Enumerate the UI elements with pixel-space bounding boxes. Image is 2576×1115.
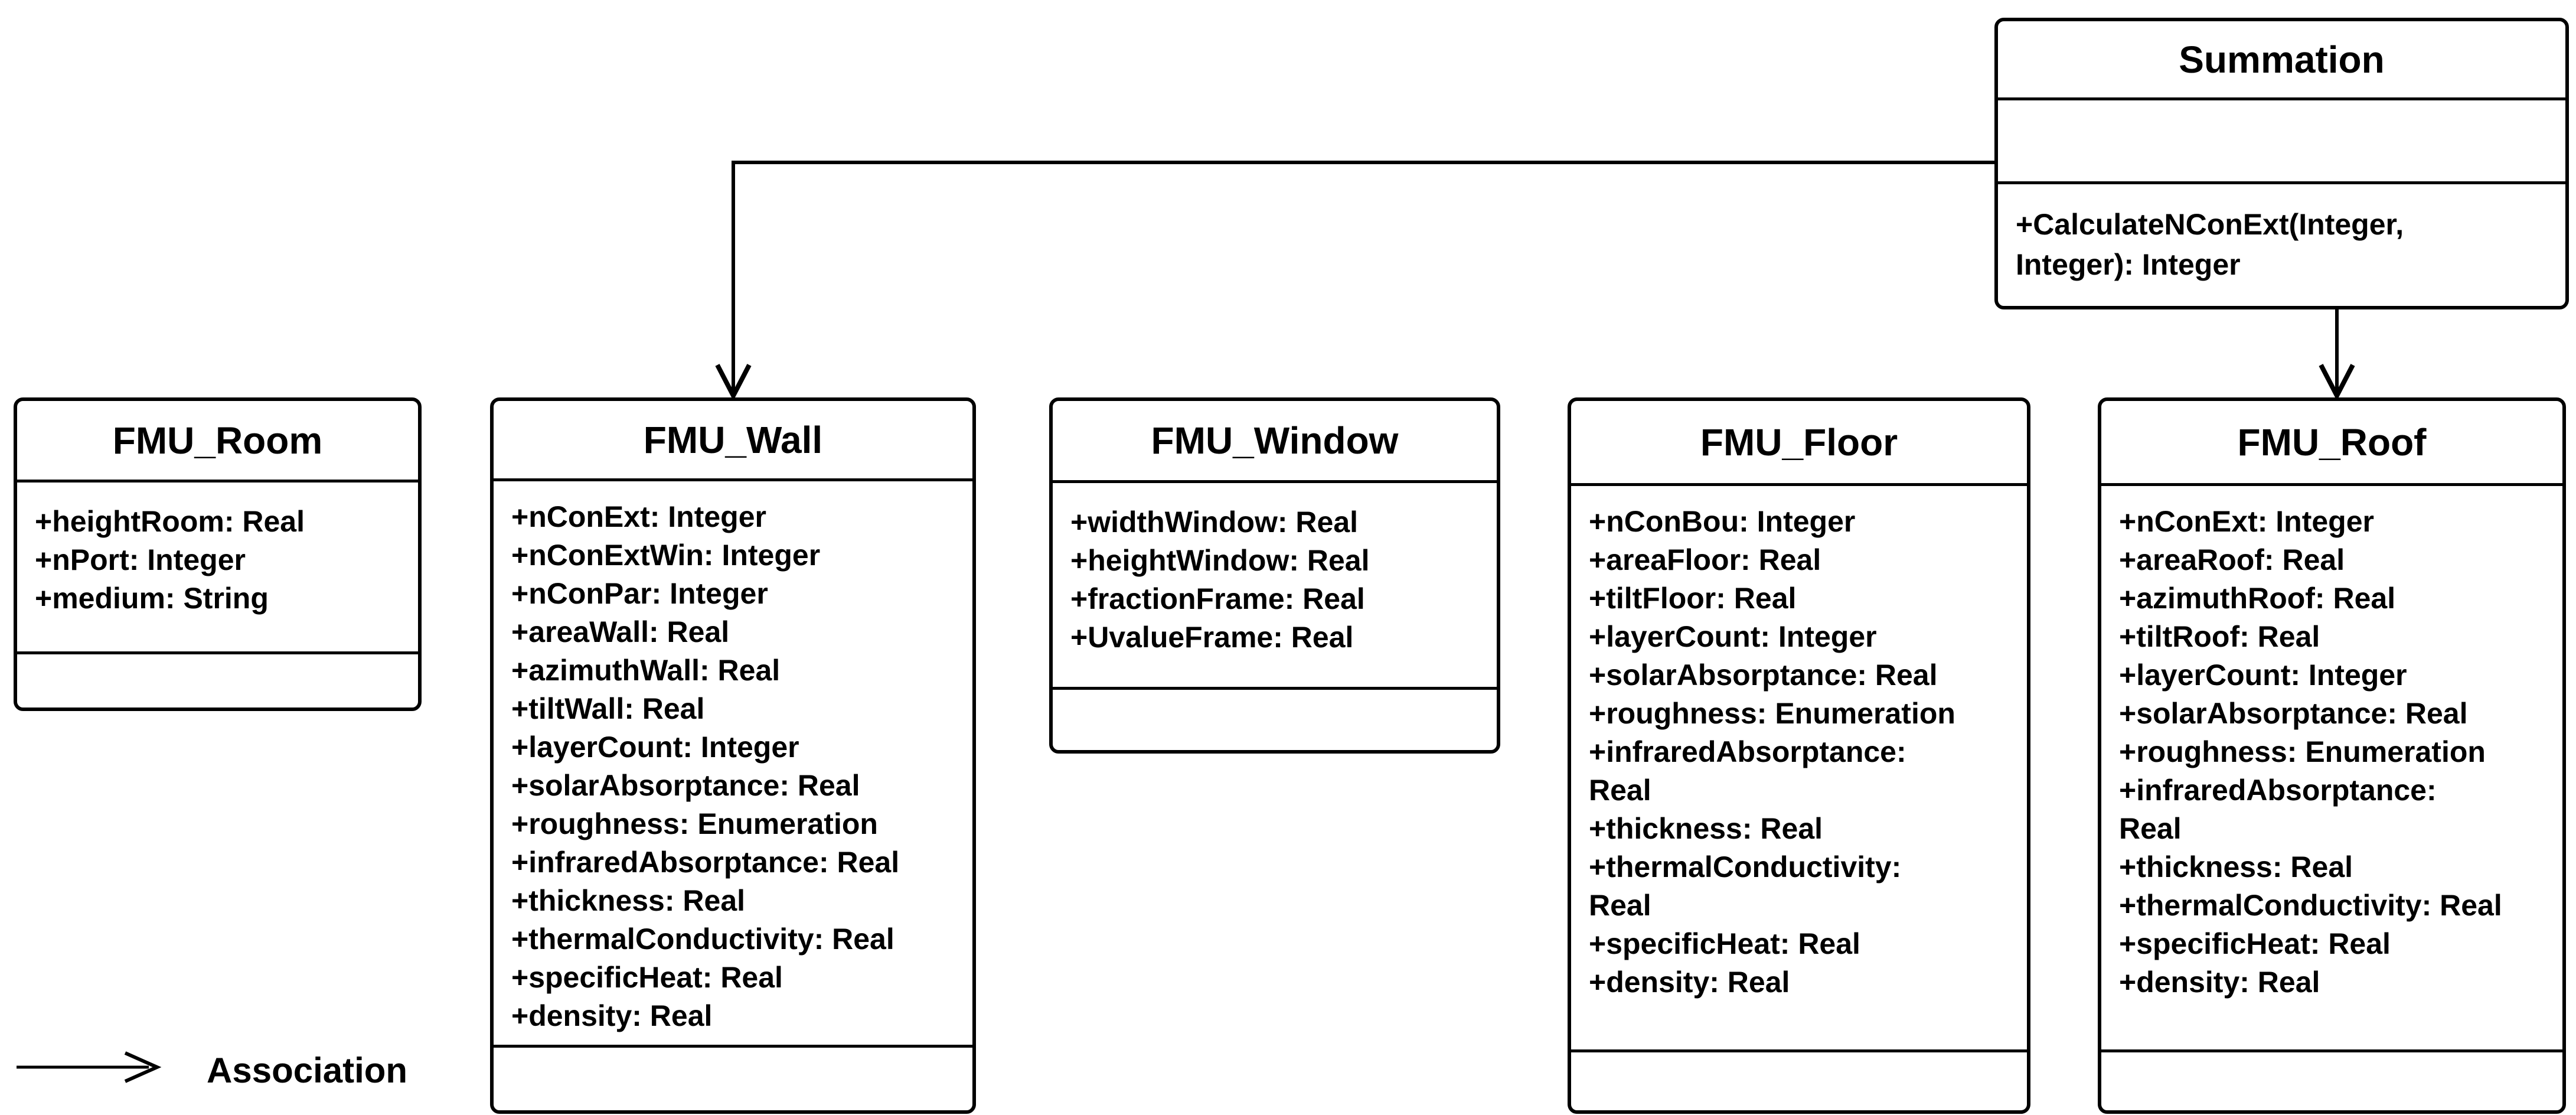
text-line: +density: Real [1589,966,1790,999]
text-line: +density: Real [2119,966,2320,999]
class-box-fmu-wall: FMU_Wall +nConExt: Integer +nConExtWin: I… [490,397,976,1114]
text-line: +solarAbsorptance: Real [511,769,860,802]
text-line: +fractionFrame: Real [1070,582,1365,615]
text-line: +nConExt: Integer [511,500,766,533]
operations-compartment [494,1045,972,1110]
text-line: +CalculateNConExt(Integer, [2016,208,2404,241]
text-line: Real [1589,774,1651,807]
text-line: +thickness: Real [511,884,746,917]
text-line: +areaRoof: Real [2119,543,2345,576]
class-title: FMU_Roof [2237,420,2427,464]
legend-association-arrow-icon [124,1051,162,1083]
text-line: +density: Real [511,999,713,1032]
text-line: +thickness: Real [2119,850,2353,883]
text-line: +layerCount: Integer [2119,658,2407,692]
operations-compartment [1571,1049,2027,1110]
class-title: FMU_Floor [1700,420,1898,464]
text-line: +specificHeat: Real [2119,927,2391,960]
text-line: +thermalConductivity: Real [511,922,894,956]
attributes-compartment: +nConExt: Integer +areaRoof: Real +azimuth… [2101,483,2562,1049]
operations-compartment: +CalculateNConExt(Integer, Integer): Inte… [1998,181,2565,306]
text-line: +nPort: Integer [35,543,246,576]
text-line: +solarAbsorptance: Real [1589,658,1938,692]
text-line: +UvalueFrame: Real [1070,621,1354,654]
text-line: +infraredAbsorptance: Real [511,846,900,879]
text-line: +azimuthRoof: Real [2119,582,2396,615]
text-line: +layerCount: Integer [1589,620,1877,653]
attributes-compartment: +heightRoom: Real +nPort: Integer +medium:… [17,480,418,651]
attributes-compartment: +widthWindow: Real +heightWindow: Real +fr… [1053,480,1497,687]
association-connector-summation-to-fmu-wall [732,161,1994,393]
text-line: +heightRoom: Real [35,505,305,538]
text-line: +thermalConductivity: [1589,850,1902,883]
class-title: Summation [2179,38,2385,81]
text-line: +solarAbsorptance: Real [2119,697,2468,730]
legend-label: Association [207,1051,408,1090]
class-box-summation: Summation +CalculateNConExt(Integer, Inte… [1994,18,2569,309]
attributes-compartment: +nConExt: Integer +nConExtWin: Integer +nC… [494,478,972,1045]
text-line: +roughness: Enumeration [511,807,878,840]
text-line: +nConExtWin: Integer [511,539,821,572]
operations-compartment [1053,687,1497,750]
text-line: +thickness: Real [1589,812,1823,845]
association-arrowhead-icon-fmu-wall [715,364,752,401]
text-line: +specificHeat: Real [511,961,783,994]
text-line: +roughness: Enumeration [2119,735,2486,768]
class-title: FMU_Wall [643,418,823,461]
text-line: Integer): Integer [2016,248,2241,281]
text-line: +specificHeat: Real [1589,927,1860,960]
class-title: FMU_Window [1151,419,1399,462]
class-box-fmu-floor: FMU_Floor +nConBou: Integer +areaFloor: R… [1568,397,2030,1114]
operations-compartment [2101,1049,2562,1110]
text-line: +tiltFloor: Real [1589,582,1797,615]
operations-compartment [17,651,418,708]
class-box-fmu-roof: FMU_Roof +nConExt: Integer +areaRoof: Rea… [2098,397,2566,1114]
text-line: +areaFloor: Real [1589,543,1821,576]
text-line: +nConBou: Integer [1589,505,1856,538]
text-line: +thermalConductivity: Real [2119,889,2502,922]
class-box-fmu-window: FMU_Window +widthWindow: Real +heightWind… [1049,397,1500,754]
text-line: +infraredAbsorptance: [1589,735,1906,768]
text-line: Real [2119,812,2182,845]
class-box-fmu-room: FMU_Room +heightRoom: Real +nPort: Intege… [14,397,422,711]
class-title: FMU_Room [112,419,323,462]
attributes-compartment [1998,97,2565,181]
text-line: +tiltRoof: Real [2119,620,2320,653]
text-line: +layerCount: Integer [511,731,799,764]
association-arrowhead-icon-fmu-roof [2319,364,2355,401]
text-line: +infraredAbsorptance: [2119,774,2437,807]
text-line: +nConExt: Integer [2119,505,2374,538]
text-line: +widthWindow: Real [1070,506,1359,539]
text-line: Real [1589,889,1651,922]
text-line: +nConPar: Integer [511,577,768,610]
text-line: +roughness: Enumeration [1589,697,1955,730]
text-line: +azimuthWall: Real [511,654,781,687]
text-line: +tiltWall: Real [511,692,705,725]
text-line: +medium: String [35,582,269,615]
text-line: +areaWall: Real [511,615,730,648]
attributes-compartment: +nConBou: Integer +areaFloor: Real +tiltFl… [1571,483,2027,1049]
text-line: +heightWindow: Real [1070,544,1370,577]
